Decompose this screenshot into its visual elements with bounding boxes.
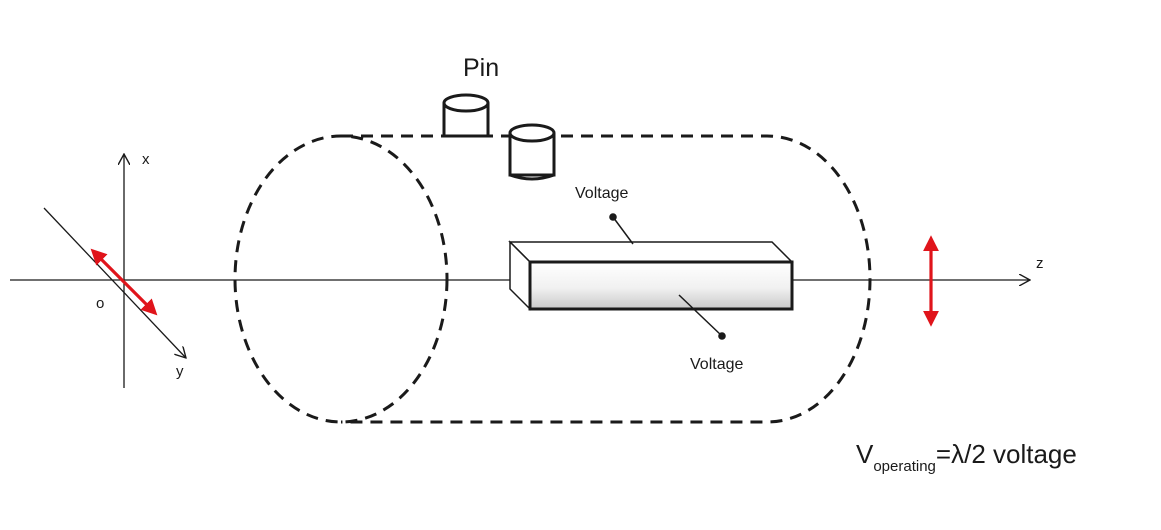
pin-label: Pin: [463, 54, 499, 82]
cylinder-body: [341, 134, 872, 424]
y-axis: [43, 207, 186, 358]
pin-1: [442, 93, 490, 138]
input-polarization-arrow: [90, 248, 126, 284]
formula-rest: =λ/2 voltage: [936, 439, 1077, 469]
origin-label: o: [96, 295, 104, 312]
cylinder-end-ellipse: [233, 134, 449, 424]
voltage-electrode-top-dot: [609, 213, 617, 221]
crystal-bar: [508, 240, 794, 311]
pin-2: [508, 123, 556, 181]
input-polarization-arrow-tail: [122, 280, 158, 316]
voltage-electrode-bottom: [678, 294, 726, 340]
z-axis-label: z: [1036, 255, 1044, 272]
crystal-front-face: [528, 260, 794, 311]
voltage-bottom-label: Voltage: [690, 356, 743, 373]
formula-subscript: operating: [873, 458, 936, 475]
crystal-top-face: [508, 241, 794, 263]
formula-base: V: [856, 439, 874, 469]
x-axis-label: x: [142, 151, 150, 168]
voltage-electrode-bottom-dot: [718, 332, 726, 340]
voltage-electrode-top: [609, 213, 634, 245]
operating-voltage-formula: Voperating=λ/2 voltage: [856, 439, 1077, 475]
dashed-cylinder: [233, 134, 872, 424]
y-axis-label: y: [176, 363, 184, 380]
voltage-top-label: Voltage: [575, 185, 628, 202]
